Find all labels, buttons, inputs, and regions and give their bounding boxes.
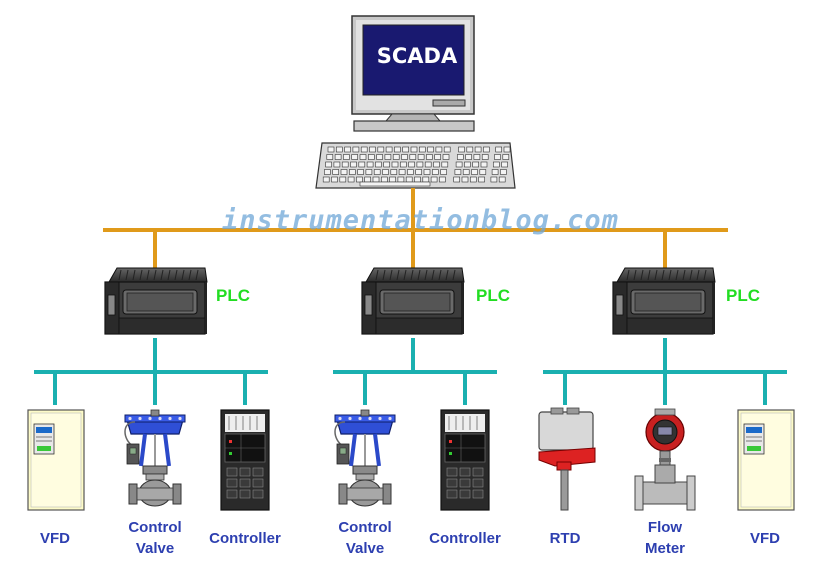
device-label-controller-2: Controller [420, 528, 510, 549]
device-label-line: Valve [135, 540, 175, 557]
device-label-line: VFD [40, 530, 70, 547]
watermark-text: instrumentationblog.com [222, 205, 619, 236]
device-label-vfd-1: VFD [15, 528, 95, 549]
plc-label-3: PLC [726, 286, 760, 305]
field-bus-2 [333, 338, 497, 405]
scada-label: SCADA [376, 44, 458, 68]
rtd-sensor [538, 407, 596, 511]
device-label-flow-meter: Flow Meter [625, 517, 705, 559]
field-bus-3 [543, 338, 787, 405]
device-label-vfd-2: VFD [725, 528, 805, 549]
scada-bus [103, 188, 728, 268]
field-bus-1 [34, 338, 268, 405]
device-label-line: Meter [644, 540, 685, 557]
plc-unit-1 [104, 267, 208, 335]
plc-label-1: PLC [216, 286, 250, 305]
device-label-line: Control [128, 519, 182, 536]
control-valve-2 [334, 409, 396, 507]
controller-2 [440, 409, 490, 511]
device-label-line: Valve [345, 540, 385, 557]
device-label-control-valve-2: Control Valve [325, 517, 405, 559]
controller-1 [220, 409, 270, 511]
device-label-control-valve-1: Control Valve [115, 517, 195, 559]
device-label-line: Flow [647, 519, 683, 536]
flow-meter [634, 408, 696, 511]
device-label-controller-1: Controller [200, 528, 290, 549]
device-label-line: RTD [549, 530, 581, 547]
vfd-1 [27, 409, 85, 511]
control-valve-1 [124, 409, 186, 507]
plc-unit-3 [612, 267, 716, 335]
device-label-rtd: RTD [525, 528, 605, 549]
device-label-line: Controller [209, 530, 281, 547]
scada-computer [315, 15, 516, 189]
plc-unit-2 [361, 267, 465, 335]
device-label-line: VFD [750, 530, 780, 547]
device-label-line: Control [338, 519, 392, 536]
vfd-2 [737, 409, 795, 511]
device-label-line: Controller [429, 530, 501, 547]
plc-label-2: PLC [476, 286, 510, 305]
